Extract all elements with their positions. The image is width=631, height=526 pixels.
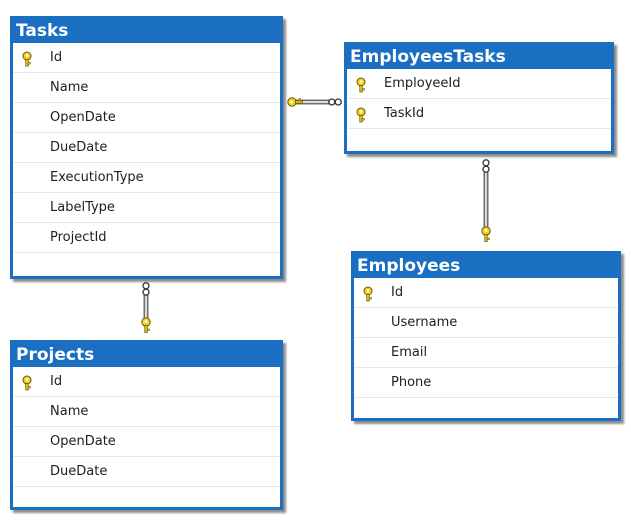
key-icon [19, 49, 35, 67]
column-row-email[interactable]: Email [354, 338, 618, 368]
table-title[interactable]: Projects [13, 343, 280, 367]
column-name: ProjectId [50, 230, 107, 245]
table-employees-tasks[interactable]: EmployeesTasks EmployeeId TaskId [344, 42, 614, 154]
infinity-icon [142, 282, 150, 296]
column-name: ExecutionType [50, 170, 144, 185]
column-name: DueDate [50, 464, 108, 479]
column-name: OpenDate [50, 110, 116, 125]
column-row-duedate[interactable]: DueDate [13, 457, 280, 487]
column-name: Id [50, 374, 63, 389]
table-title[interactable]: Employees [354, 254, 618, 278]
column-row-id[interactable]: Id [13, 43, 280, 73]
table-tasks[interactable]: Tasks Id Name OpenDate DueDate Execution… [10, 16, 283, 279]
table-title[interactable]: Tasks [13, 19, 280, 43]
column-name: Id [391, 285, 404, 300]
key-icon [360, 284, 376, 302]
column-row-employeeid[interactable]: EmployeeId [347, 69, 611, 99]
column-row-id[interactable]: Id [354, 278, 618, 308]
table-title[interactable]: EmployeesTasks [347, 45, 611, 69]
table-projects[interactable]: Projects Id Name OpenDate DueDate [10, 340, 283, 510]
column-row-executiontype[interactable]: ExecutionType [13, 163, 280, 193]
column-row-name[interactable]: Name [13, 397, 280, 427]
column-row-id[interactable]: Id [13, 367, 280, 397]
column-name: Name [50, 404, 89, 419]
column-row-taskid[interactable]: TaskId [347, 99, 611, 129]
column-name: Username [391, 315, 458, 330]
column-row-labeltype[interactable]: LabelType [13, 193, 280, 223]
column-name: EmployeeId [384, 76, 461, 91]
column-name: DueDate [50, 140, 108, 155]
column-name: Id [50, 50, 63, 65]
column-name: TaskId [384, 106, 425, 121]
key-icon [141, 317, 151, 333]
key-icon [287, 97, 303, 107]
column-name: OpenDate [50, 434, 116, 449]
table-employees[interactable]: Employees Id Username Email Phone [351, 251, 621, 421]
column-name: Phone [391, 375, 432, 390]
column-row-projectid[interactable]: ProjectId [13, 223, 280, 253]
column-row-duedate[interactable]: DueDate [13, 133, 280, 163]
infinity-icon [328, 98, 342, 106]
relationship-employees-employeestasks[interactable] [481, 159, 491, 242]
column-row-opendate[interactable]: OpenDate [13, 103, 280, 133]
column-name: LabelType [50, 200, 115, 215]
infinity-icon [482, 159, 490, 173]
column-row-name[interactable]: Name [13, 73, 280, 103]
relationship-tasks-employeestasks[interactable] [287, 97, 342, 107]
relationship-projects-tasks[interactable] [141, 282, 151, 333]
column-row-phone[interactable]: Phone [354, 368, 618, 398]
key-icon [353, 105, 369, 123]
column-name: Name [50, 80, 89, 95]
key-icon [353, 75, 369, 93]
key-icon [481, 226, 491, 242]
column-row-opendate[interactable]: OpenDate [13, 427, 280, 457]
column-row-username[interactable]: Username [354, 308, 618, 338]
key-icon [19, 373, 35, 391]
column-name: Email [391, 345, 428, 360]
